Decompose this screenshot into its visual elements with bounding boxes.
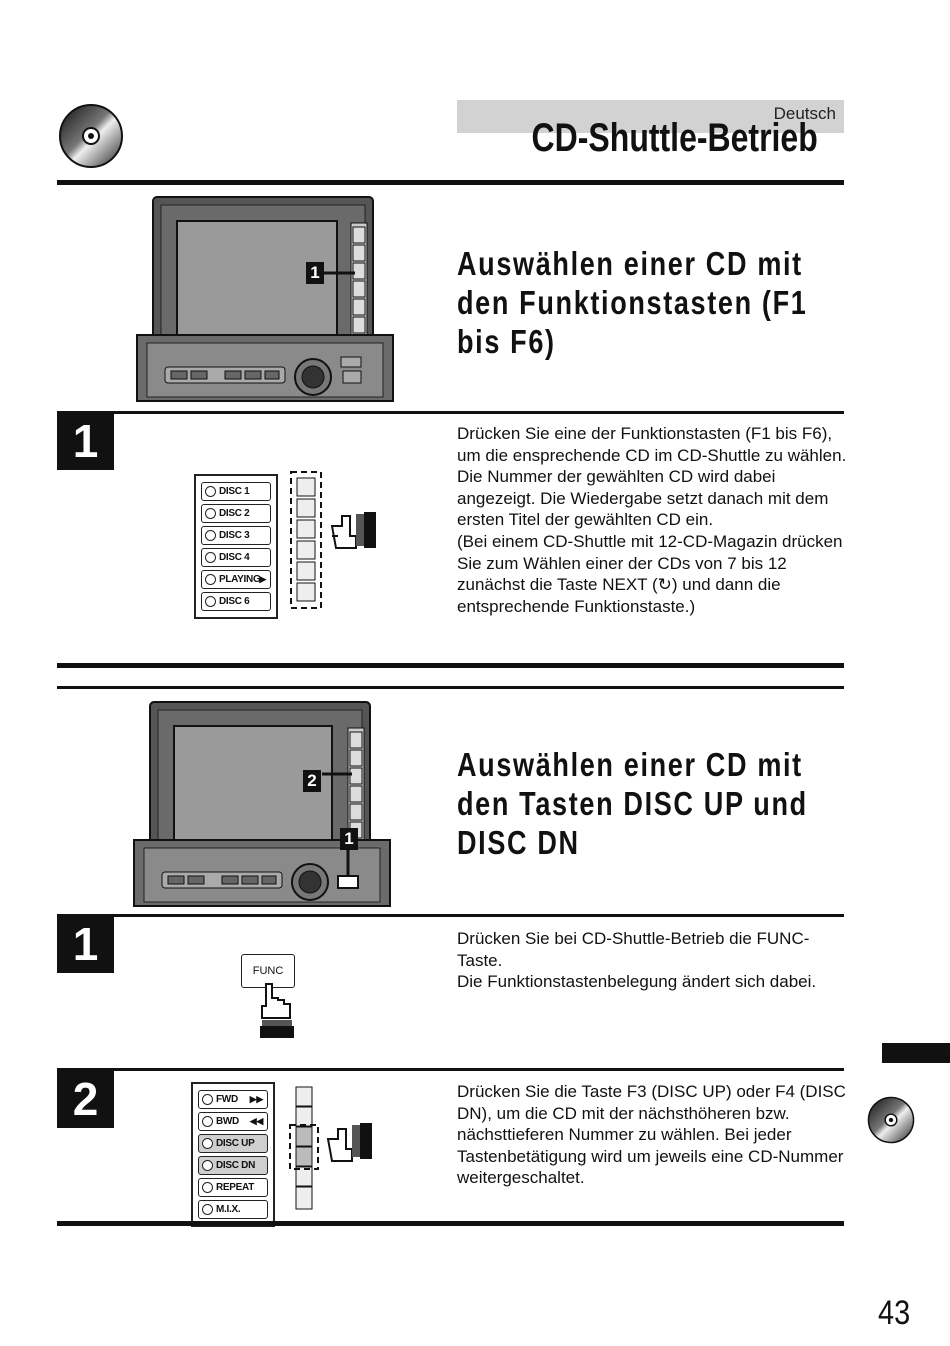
section2-step1-text: Drücken Sie bei CD-Shuttle-Betrieb die F… <box>457 929 817 992</box>
footer-rule <box>57 1221 844 1226</box>
function-key-display-2: FWD▶▶ BWD◀◀ DISC UP DISC DN REPEAT M.I.X… <box>191 1082 275 1227</box>
callout-marker-1: 1 <box>306 262 324 284</box>
pressing-hand-icon <box>260 983 294 1038</box>
rewind-icon: ◀◀ <box>249 1116 264 1126</box>
display-item: DISC UP <box>198 1134 268 1153</box>
language-bar <box>457 100 844 133</box>
func-button: FUNC <box>241 954 295 988</box>
display-item: DISC 4 <box>201 548 271 567</box>
section2-top-rule <box>57 686 844 689</box>
page-number: 43 <box>878 1294 911 1332</box>
page-title: CD-Shuttle-Betrieb <box>531 116 818 160</box>
head-unit-illustration-2 <box>133 701 391 907</box>
section1-title: Auswählen einer CD mit den Funktionstast… <box>457 245 808 360</box>
section2-title: Auswählen einer CD mit den Tasten DISC U… <box>457 746 808 861</box>
callout-marker-2: 2 <box>303 770 321 792</box>
language-label: Deutsch <box>773 104 836 123</box>
display-item: DISC 1 <box>201 482 271 501</box>
cd-disc-icon <box>867 1096 915 1144</box>
pressing-hand-icon <box>330 512 376 549</box>
display-item: M.I.X. <box>198 1200 268 1219</box>
display-item: DISC 2 <box>201 504 271 523</box>
function-keys-illustration-2 <box>289 1086 372 1210</box>
display-item: REPEAT <box>198 1178 268 1197</box>
step-badge: 1 <box>57 413 114 470</box>
function-key-display: DISC 1 DISC 2 DISC 3 DISC 4 PLAYING▶ DIS… <box>194 474 278 619</box>
play-icon: ▶ <box>259 574 266 584</box>
pressing-hand-icon <box>326 1123 372 1162</box>
section1-rule <box>57 411 844 414</box>
display-item: DISC 3 <box>201 526 271 545</box>
chapter-tab <box>882 1043 950 1063</box>
head-unit-illustration <box>136 196 394 402</box>
section2-step2-text: Drücken Sie die Taste F3 (DISC UP) oder … <box>457 1082 846 1188</box>
step-badge: 1 <box>57 916 114 973</box>
cd-disc-icon <box>59 104 123 168</box>
function-keys-illustration <box>290 471 376 609</box>
step-badge: 2 <box>57 1071 114 1128</box>
section2-rule <box>57 914 844 917</box>
display-item: FWD▶▶ <box>198 1090 268 1109</box>
display-item: DISC DN <box>198 1156 268 1175</box>
fast-forward-icon: ▶▶ <box>249 1094 264 1104</box>
step2-rule <box>57 1068 844 1071</box>
section1-step1-text: Drücken Sie eine der Funktionstasten (F1… <box>457 424 847 616</box>
display-item: PLAYING▶ <box>201 570 271 589</box>
display-item: DISC 6 <box>201 592 271 611</box>
header-rule <box>57 180 844 185</box>
display-item: BWD◀◀ <box>198 1112 268 1131</box>
callout-marker-1: 1 <box>340 828 358 850</box>
section-divider <box>57 663 844 668</box>
